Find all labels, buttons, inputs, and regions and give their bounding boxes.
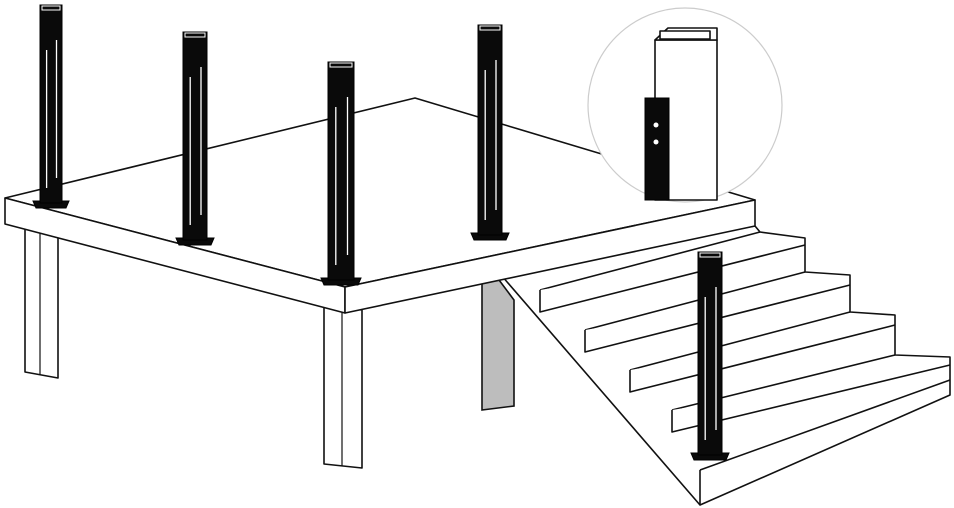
rail-post xyxy=(32,4,70,209)
rail-post xyxy=(175,31,215,246)
detail-callout xyxy=(587,7,783,203)
deck-leg-left xyxy=(24,227,59,379)
deck-leg-front xyxy=(323,305,363,469)
deck-leg-back xyxy=(481,270,515,411)
post-sleeve-detail xyxy=(644,97,670,201)
rail-post xyxy=(320,61,362,286)
rail-post xyxy=(690,251,730,461)
rail-post xyxy=(470,24,510,241)
